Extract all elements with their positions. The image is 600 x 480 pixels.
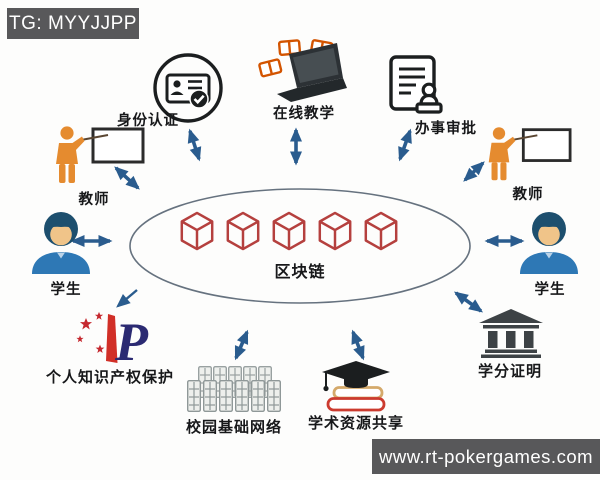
arrow-academic-sharing	[351, 329, 365, 361]
ip-protection-label: 个人知识产权保护	[45, 369, 174, 386]
graduation-cap-books-icon	[314, 360, 398, 412]
arrow-teacher-right	[463, 161, 485, 182]
student-left-label: 学生	[50, 282, 82, 298]
student-right-label: 学生	[534, 282, 566, 298]
id-card-check-icon	[150, 50, 226, 126]
student-avatar-icon	[516, 210, 582, 274]
arrow-campus-network	[234, 329, 249, 361]
blockchain-cubes	[178, 209, 400, 253]
svg-text:P: P	[114, 312, 149, 368]
teacher-blackboard-icon	[50, 124, 146, 186]
blockchain-cube-icon	[178, 209, 216, 253]
arrow-ip-protection	[116, 289, 138, 308]
document-stamp-icon	[388, 54, 446, 116]
ip-flag-p-logo-icon: P	[72, 310, 150, 372]
server-racks-icon	[184, 364, 282, 414]
teacher-left-label: 教师	[78, 192, 110, 208]
student-avatar-icon	[28, 210, 94, 274]
identity-auth-label: 身份认证	[117, 113, 179, 129]
blockchain-cube-icon	[270, 209, 308, 253]
site-url-watermark: www.rt-pokergames.com	[372, 439, 600, 474]
laptop-books-icon	[255, 38, 347, 104]
credit-cert-label: 学分证明	[477, 363, 542, 380]
bank-building-icon	[476, 308, 546, 358]
blockchain-label: 区块链	[274, 264, 326, 281]
academic-sharing-label: 学术资源共享	[307, 415, 404, 432]
teacher-right-label: 教师	[512, 187, 544, 203]
teacher-blackboard-icon	[483, 125, 573, 183]
campus-network-label: 校园基础网络	[185, 419, 282, 436]
tg-watermark-badge: TG: MYYJJPP	[7, 8, 139, 39]
blockchain-cube-icon	[362, 209, 400, 253]
arrow-identity-auth	[187, 128, 202, 162]
blockchain-cube-icon	[316, 209, 354, 253]
online-teaching-label: 在线教学	[273, 106, 335, 122]
approval-label: 办事审批	[415, 121, 477, 137]
blockchain-cube-icon	[224, 209, 262, 253]
